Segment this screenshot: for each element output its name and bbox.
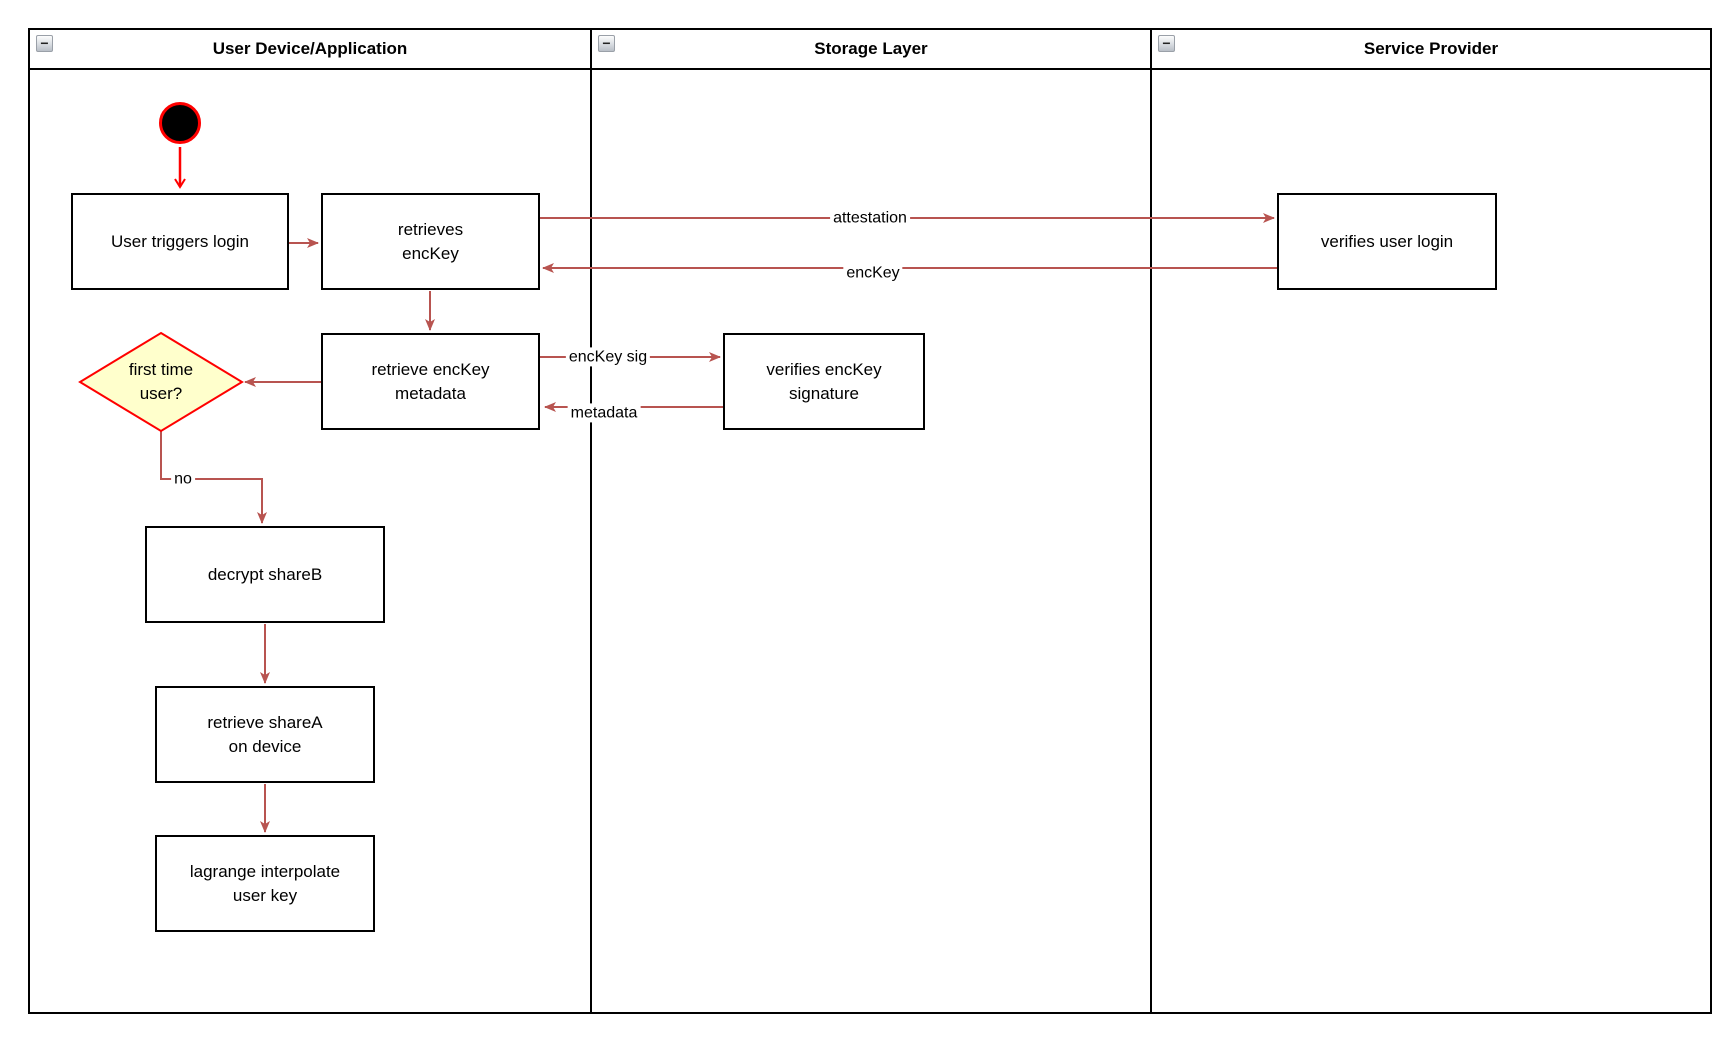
edge-label-attestation[interactable]: attestation	[830, 208, 910, 228]
edge-decision-no-to-decrypt[interactable]	[160, 431, 267, 524]
node-verifies-user-login[interactable]: verifies user login	[1277, 193, 1497, 290]
collapse-icon[interactable]: −	[36, 35, 53, 52]
edge-label-no[interactable]: no	[171, 469, 195, 489]
lane-service-provider: − Service Provider	[1152, 30, 1710, 1012]
decision-first-time-user[interactable]: first time user?	[128, 360, 194, 403]
collapse-icon[interactable]: −	[598, 35, 615, 52]
node-retrieve-sharea[interactable]: retrieve shareA on device	[155, 686, 375, 783]
lane-header-service-provider[interactable]: − Service Provider	[1152, 30, 1710, 70]
decision-diamond-shape[interactable]	[78, 331, 244, 433]
node-lagrange-interpolate[interactable]: lagrange interpolate user key	[155, 835, 375, 932]
lane-title-service-provider: Service Provider	[1363, 39, 1499, 58]
edge-label-metadata[interactable]: metadata	[567, 403, 641, 423]
node-verifies-enckey-signature[interactable]: verifies encKey signature	[723, 333, 925, 430]
lane-header-storage-layer[interactable]: − Storage Layer	[592, 30, 1150, 70]
lane-user-device: − User Device/Application	[30, 30, 592, 1012]
node-retrieve-enckey-metadata[interactable]: retrieve encKey metadata	[321, 333, 540, 430]
node-decrypt-shareb[interactable]: decrypt shareB	[145, 526, 385, 623]
lane-title-user-device: User Device/Application	[212, 39, 408, 58]
node-retrieves-enckey[interactable]: retrieves encKey	[321, 193, 540, 290]
edge-label-enckey-sig[interactable]: encKey sig	[565, 347, 651, 367]
lane-storage-layer: − Storage Layer	[592, 30, 1152, 1012]
lane-header-user-device[interactable]: − User Device/Application	[30, 30, 590, 70]
collapse-icon[interactable]: −	[1158, 35, 1175, 52]
edge-label-enckey[interactable]: encKey	[843, 263, 903, 283]
node-user-triggers-login[interactable]: User triggers login	[71, 193, 289, 290]
lane-title-storage-layer: Storage Layer	[814, 39, 928, 58]
initial-node[interactable]	[159, 102, 201, 144]
